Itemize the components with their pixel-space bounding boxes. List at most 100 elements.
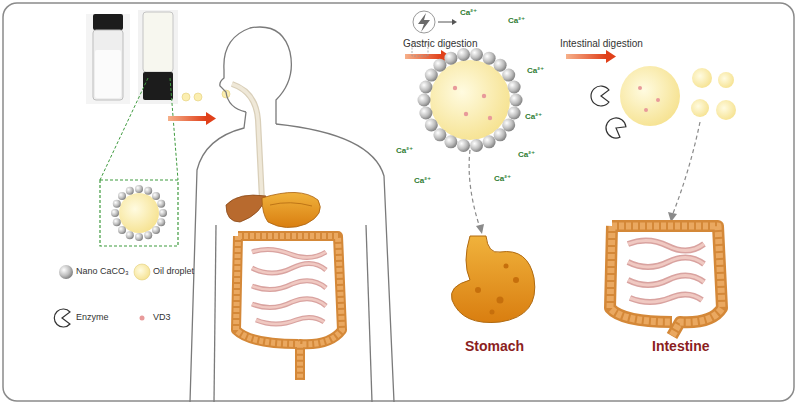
vial-photo [86,14,130,104]
intestinal-droplets [716,100,736,120]
flow-arrow [606,50,616,63]
organ-label: Stomach [465,338,524,354]
stage-label: Intestinal digestion [560,38,643,50]
legend-icons [140,316,145,321]
flow-arrow [566,54,606,59]
intestinal-droplets [644,108,648,112]
body-intestine [238,236,342,380]
caco3-particle [159,209,167,217]
ion-label: Ca²⁺ [508,16,525,25]
stomach-illustration [504,264,509,269]
caco3-particle [470,48,483,61]
body-intestine [252,249,326,324]
body-intestine [252,249,326,324]
caco3-particle [157,200,165,208]
ion-label: Ca²⁺ [396,146,413,155]
caco3-particle [111,209,119,217]
zoom-inset [111,185,167,241]
caco3-particle [508,81,521,94]
legend-label: VD3 [153,312,171,322]
human-body [190,27,394,402]
leader-arrowhead [476,224,484,234]
caco3-particle [135,233,143,241]
intestine-illustration [628,240,704,302]
intestinal-droplets [638,86,642,90]
legend-label: Oil droplet [153,266,194,276]
caco3-particle [433,128,446,141]
caco3-particle [510,94,523,107]
esophagus [232,84,262,200]
stomach-illustration [475,287,481,293]
human-body [366,225,372,402]
caco3-particle [126,231,134,239]
caco3-particle [144,231,152,239]
acid-icon [418,13,430,32]
vial-photo [93,30,123,100]
stomach-illustration [497,297,504,304]
caco3-particle [433,59,446,72]
digestive-organs [226,195,266,222]
vial-photo [143,12,173,72]
caco3-particle [113,200,121,208]
leader-arrow [672,122,700,216]
ion-label: Ca²⁺ [525,112,542,121]
caco3-particle [118,226,126,234]
ingested-droplets [182,90,230,101]
legend-icons [134,264,150,280]
ingested-droplets [182,93,190,101]
intestinal-droplets [691,99,709,117]
caco3-particle [457,139,470,152]
caco3-particle [157,218,165,226]
leader-arrow [469,150,480,228]
stomach-illustration [451,236,534,323]
caco3-particle [418,94,431,107]
digestive-organs [226,192,320,227]
acid-icon [412,11,457,56]
human-body [214,225,216,402]
caco3-particle [483,135,496,148]
caco3-particle [152,226,160,234]
enzyme-icon [591,86,628,141]
gastric-droplet [453,86,457,90]
gastric-droplet [482,94,486,98]
flow-arrow [168,116,206,121]
digestive-organs [262,192,320,227]
gastric-droplet [464,112,468,116]
caco3-particle [502,118,515,131]
outer-frame [3,3,794,401]
esophagus [232,84,262,200]
intestinal-droplets [656,98,660,102]
caco3-particle [419,107,432,120]
zoom-inset [119,193,159,233]
flow-arrow [168,112,216,125]
intestine-illustration [610,226,722,336]
caco3-particle [444,135,457,148]
caco3-particle [152,192,160,200]
legend-icons [54,309,70,327]
body-intestine [238,236,342,380]
flow-arrow [405,54,441,59]
caco3-particle [118,192,126,200]
ion-label: Ca²⁺ [460,8,477,17]
enzyme-icon [602,114,628,140]
body-intestine [236,236,342,380]
caco3-particle [135,185,143,193]
caco3-particle [126,187,134,195]
zoom-inset [100,78,148,180]
ion-label: Ca²⁺ [527,66,544,75]
ion-label: Ca²⁺ [518,150,535,159]
stomach-illustration [513,277,519,283]
zoom-inset [170,78,178,180]
gastric-droplet [418,48,523,152]
vial-photo [86,10,178,104]
caco3-particle [470,139,483,152]
enzyme-icon [591,86,609,106]
ingested-droplets [194,93,202,101]
caco3-particle [502,69,515,82]
stage-label: Gastric digestion [403,38,477,50]
caco3-particle [494,128,507,141]
ion-label: Ca²⁺ [494,174,511,183]
zoom-inset [100,78,178,246]
intestine-illustration [628,240,704,302]
